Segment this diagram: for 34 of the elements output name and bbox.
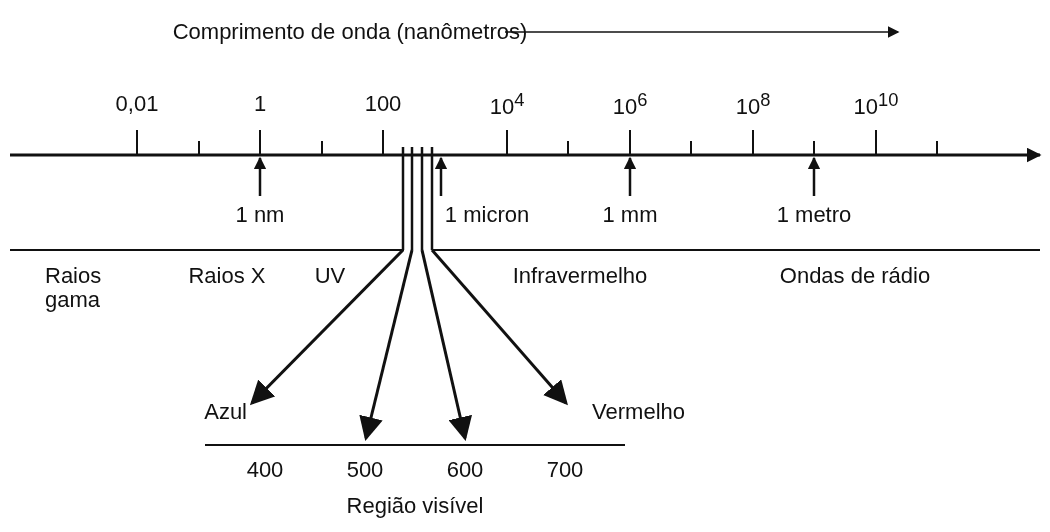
scale-number: 400 (246, 458, 284, 482)
arrow (430, 249, 568, 406)
tick-label: 0,01 (115, 92, 159, 116)
measure-label: 1 nm (235, 203, 285, 227)
region-label: Raios X (188, 264, 266, 288)
measure-label: 1 mm (602, 203, 658, 227)
arrow (359, 249, 414, 441)
arrow (249, 248, 405, 406)
axis-title: Comprimento de onda (nanômetros) (172, 20, 528, 44)
arrow (253, 156, 267, 196)
tick-label: 10$^{10}$ (853, 88, 899, 120)
arrow (623, 156, 637, 196)
arrow (420, 249, 472, 441)
wavelength-axis (10, 129, 1042, 163)
tick-label: 100 (364, 92, 402, 116)
tick-label: 10$^{8}$ (735, 88, 771, 120)
tick-label: 10$^{6}$ (612, 88, 648, 120)
measure-label: 1 metro (776, 203, 852, 227)
scale-number: 700 (546, 458, 584, 482)
scale-number: 600 (446, 458, 484, 482)
region-label: Infravermelho (512, 264, 648, 288)
scale-number: 500 (346, 458, 384, 482)
region-label: Ondas de rádio (779, 264, 931, 288)
region-label: Raios gama (45, 264, 103, 312)
tick-label: 1 (253, 92, 267, 116)
arrow (807, 156, 821, 196)
visible-band-lines (401, 147, 434, 250)
tick-label: 10$^{4}$ (489, 88, 525, 120)
arrow (434, 156, 448, 196)
region-label: UV (314, 264, 346, 288)
region-label: Região visível (346, 494, 484, 518)
measure-label: 1 micron (444, 203, 530, 227)
color-label: Azul (204, 400, 247, 424)
color-label: Vermelho (592, 400, 685, 424)
